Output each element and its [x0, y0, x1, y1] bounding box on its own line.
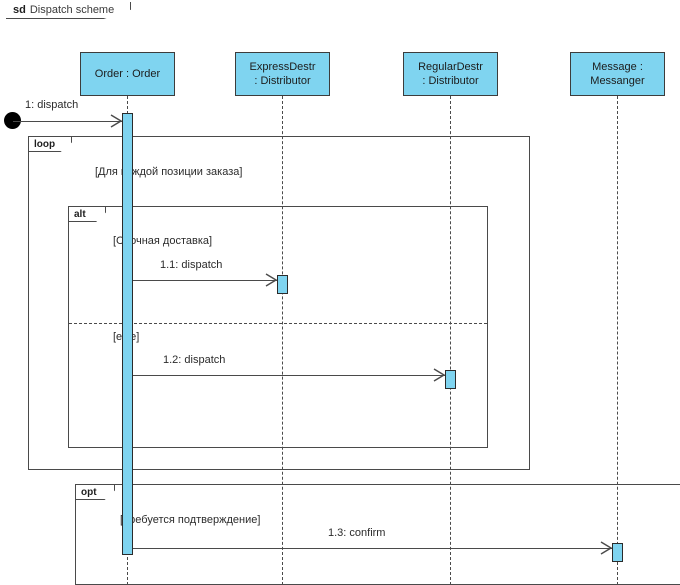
message-label-m1: 1: dispatch [25, 99, 79, 111]
arrowhead-icon-m12 [433, 368, 445, 382]
arrowhead-icon-m13 [600, 541, 612, 555]
fragment-loop-operator: loop [28, 136, 72, 152]
message-line-m11[interactable] [133, 280, 277, 281]
fragment-alt-guard-1: [Срочная доставка] [113, 235, 213, 247]
lifeline-label-expressdestr-line1: ExpressDestr [249, 61, 316, 73]
message-label-m11: 1.1: dispatch [160, 259, 223, 271]
arrowhead-icon-m11 [265, 273, 277, 287]
activation-bar-expressdestr[interactable] [277, 275, 288, 294]
activation-bar-regulardestr[interactable] [445, 370, 456, 389]
diagram-kind-keyword: sd [13, 4, 26, 16]
fragment-opt-operator: opt [75, 484, 115, 500]
message-line-m1[interactable] [13, 121, 122, 122]
lifeline-label-order-line1: Order : Order [94, 68, 161, 80]
fragment-loop-guard: [Для каждой позиции заказа] [95, 166, 243, 178]
lifeline-label-expressdestr-line2: : Distributor [254, 75, 311, 87]
message-label-m12: 1.2: dispatch [163, 354, 226, 366]
activation-bar-order[interactable] [122, 113, 133, 555]
lifeline-stem-messanger [617, 96, 618, 585]
diagram-frame-tab: sd Dispatch scheme [6, 2, 132, 19]
fragment-alt-operator: alt [68, 206, 106, 222]
lifeline-head-regulardestr[interactable]: RegularDestr : Distributor [403, 52, 498, 96]
lifeline-label-messanger-line2: Messanger [590, 75, 645, 87]
activation-bar-messanger[interactable] [612, 543, 623, 562]
message-line-m13[interactable] [133, 548, 612, 549]
diagram-title: Dispatch scheme [29, 4, 115, 16]
lifeline-label-regulardestr-line2: : Distributor [422, 75, 479, 87]
lifeline-head-order[interactable]: Order : Order [80, 52, 175, 96]
lifeline-label-messanger-line1: Message : [592, 61, 643, 73]
found-message-start-node [4, 112, 21, 129]
fragment-alt-divider [69, 323, 487, 324]
lifeline-head-messanger[interactable]: Message : Messanger [570, 52, 665, 96]
message-label-m13: 1.3: confirm [328, 527, 386, 539]
message-line-m12[interactable] [133, 375, 445, 376]
lifeline-stem-regulardestr [450, 96, 451, 585]
arrowhead-icon-m1 [110, 114, 122, 128]
fragment-opt-guard: [Требуется подтверждение] [120, 514, 261, 526]
fragment-alt[interactable]: alt [68, 206, 488, 448]
lifeline-stem-expressdestr [282, 96, 283, 585]
lifeline-head-expressdestr[interactable]: ExpressDestr : Distributor [235, 52, 330, 96]
fragment-loop[interactable]: loop [28, 136, 530, 470]
lifeline-label-regulardestr-line1: RegularDestr [418, 61, 483, 73]
